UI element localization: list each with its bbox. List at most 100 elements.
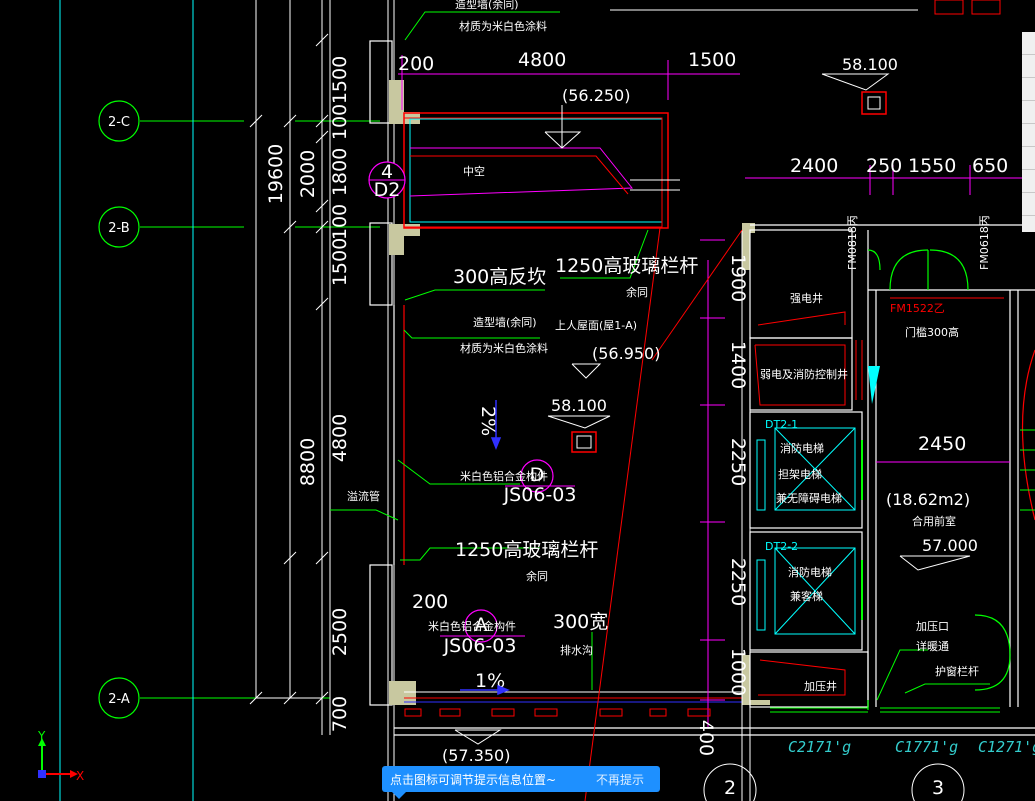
hint-tooltip[interactable]: 点击图标可调节提示信息位置~ 不再提示 xyxy=(382,766,660,799)
note-drain: 排水沟 xyxy=(560,643,593,657)
dim-2250a: 2250 xyxy=(727,438,749,486)
window-c1771: C1771'g xyxy=(895,738,958,756)
ucs-x-label: X xyxy=(76,769,84,783)
toolbar-button[interactable] xyxy=(1022,55,1035,78)
note-overflow: 溢流管 xyxy=(347,489,380,503)
dim-1550: 1550 xyxy=(908,155,956,177)
elevation-56250: (56.250) xyxy=(562,86,630,105)
detail-tag-top: D xyxy=(530,464,545,486)
void-opening xyxy=(403,112,680,229)
note-window-rail: 护窗栏杆 xyxy=(935,664,979,678)
dim-250: 250 xyxy=(866,155,902,177)
note-same-top: 余同 xyxy=(626,285,648,299)
room-power-shaft: 强电井 xyxy=(790,291,823,305)
tooltip-pointer xyxy=(392,792,406,799)
note-glass-rail: 1250高玻璃栏杆 xyxy=(455,539,598,561)
dim-1500a: 1500 xyxy=(329,56,351,104)
dim-2450: 2450 xyxy=(918,433,966,455)
room-area: (18.62m2) xyxy=(886,490,970,509)
elevator-dt2-1: DT2-1 xyxy=(765,418,798,431)
door-fm0818: FM0818丙 xyxy=(846,215,859,270)
dim-1900: 1900 xyxy=(727,254,749,302)
note-material-top: 材质为米白色涂料 xyxy=(459,19,547,33)
room-stretcher-lift: 担架电梯 xyxy=(778,467,822,481)
hint-message[interactable]: 点击图标可调节提示信息位置~ xyxy=(390,772,557,787)
toolbar-button[interactable] xyxy=(1022,32,1035,55)
dim-100a: 100 xyxy=(329,104,351,140)
vent-symbol xyxy=(868,366,880,404)
elevation-56950: (56.950) xyxy=(592,344,660,363)
dim-8800: 8800 xyxy=(297,438,319,486)
note-pressure-inlet: 加压口 xyxy=(916,620,949,633)
note-same: 余同 xyxy=(526,569,548,583)
room-passenger-lift: 兼客梯 xyxy=(790,589,823,603)
dim-650: 650 xyxy=(972,155,1008,177)
door-swings xyxy=(867,249,1011,710)
grid-axis-label: 2-C xyxy=(108,115,130,130)
window-c1271: C1271'g xyxy=(978,738,1035,756)
detail-tag-top: 4 xyxy=(381,161,393,183)
elevator-dt2-2: DT2-2 xyxy=(765,540,798,553)
dim-1500-top: 1500 xyxy=(688,49,736,71)
elevation-57000: 57.000 xyxy=(922,536,978,555)
note-glass-rail-top: 1250高玻璃栏杆 xyxy=(555,255,698,277)
dim-1000: 1000 xyxy=(727,648,749,696)
room-accessible-lift: 兼无障碍电梯 xyxy=(776,491,842,505)
drainage-slots xyxy=(404,708,711,717)
top-edge-details xyxy=(610,0,1001,15)
leader-lines xyxy=(330,11,990,701)
toolbar-button[interactable] xyxy=(1022,78,1035,101)
note-roof: 上人屋面(屋1-A) xyxy=(555,319,637,332)
slope-arrows xyxy=(460,400,511,696)
dim-19600: 19600 xyxy=(265,144,287,204)
note-feature-wall-top: 造型墙(余同) xyxy=(455,0,519,11)
toolbar-button[interactable] xyxy=(1022,124,1035,147)
dismiss-hint-button[interactable]: 不再提示 xyxy=(595,772,644,787)
detail-tag-D-JS06-03: D JS06-03 xyxy=(503,459,577,506)
svg-text:2: 2 xyxy=(724,777,736,799)
elevation-58100-mid: 58.100 xyxy=(551,396,607,415)
left-dimension-ticks xyxy=(249,33,329,705)
core-red-details xyxy=(754,297,1004,696)
window-c2171: C2171'g xyxy=(788,738,851,756)
dim-2400: 2400 xyxy=(790,155,838,177)
elevation-58100-top: 58.100 xyxy=(842,55,898,74)
toolbar-button[interactable] xyxy=(1022,193,1035,216)
toolbar-button[interactable] xyxy=(1022,101,1035,124)
room-pressure-shaft: 加压井 xyxy=(804,679,837,693)
left-vertical-dimensions: 19600 2000 8800 1500 100 1800 100 1500 4… xyxy=(265,56,351,732)
toolbar-button[interactable] xyxy=(1022,170,1035,193)
note-curb: 300高反坎 xyxy=(453,266,546,288)
grid-axis-2-A: 2-A xyxy=(98,677,140,719)
dim-4800: 4800 xyxy=(329,414,351,462)
grid-axis-label: 2-B xyxy=(108,221,129,236)
slope-2pct: 2% xyxy=(477,406,499,436)
grid-axis-lines xyxy=(140,120,380,699)
grid-axis-3-bottom: 3 xyxy=(911,763,965,801)
core-vertical-dimensions: 1900 1400 2250 2250 1000 400 xyxy=(695,254,749,756)
side-toolbar[interactable] xyxy=(1022,32,1035,232)
detail-tag-A-JS06-03: A JS06-03 xyxy=(440,609,525,657)
detail-tag-bottom: JS06-03 xyxy=(443,635,517,657)
elevation-markers: (56.250) 58.100 (56.950) 58.100 57.000 (… xyxy=(442,55,978,765)
detail-tag-bottom: JS06-03 xyxy=(503,484,577,506)
note-aluminum: 米白色铝合金构件 xyxy=(460,469,548,483)
ucs-icon: Y X xyxy=(37,729,84,783)
dim-4800-top: 4800 xyxy=(518,49,566,71)
detail-tag-top: A xyxy=(475,614,488,636)
door-fm0618: FM0618丙 xyxy=(978,215,991,270)
elevation-57350: (57.350) xyxy=(442,746,510,765)
annotations: 造型墙(余同) 材质为米白色涂料 中空 300高反坎 1250高玻璃栏杆 余同 … xyxy=(347,0,979,693)
note-aluminum-bottom: 米白色铝合金构件 xyxy=(428,619,516,633)
top-dimension-text: 200 4800 1500 2400 250 1550 650 2450 200 xyxy=(398,49,1008,613)
grid-axis-label: 2-A xyxy=(108,692,130,707)
left-building-wall xyxy=(369,40,1035,736)
ucs-y-label: Y xyxy=(37,729,46,743)
dim-2000: 2000 xyxy=(297,150,319,198)
room-fire-lift: 消防电梯 xyxy=(780,441,824,455)
toolbar-button[interactable] xyxy=(1022,147,1035,170)
elevator-shafts xyxy=(756,427,856,635)
grid-axis-2-C: 2-C xyxy=(98,100,140,142)
top-dimension-lines xyxy=(398,55,1035,701)
